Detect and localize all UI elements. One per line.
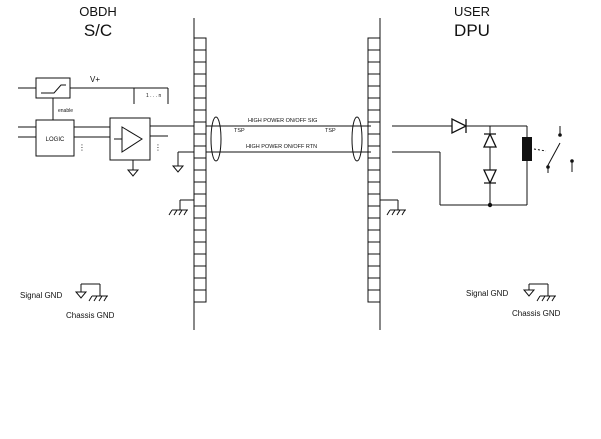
connector-pin <box>193 121 207 135</box>
connector-pin <box>367 241 381 255</box>
connector-pin <box>193 205 207 219</box>
connector-pin <box>193 145 207 159</box>
legend-left-signal-gnd: Signal GND <box>20 291 62 300</box>
legend-right-chassis-gnd: Chassis GND <box>512 309 561 318</box>
tsp-right-label: TSP <box>325 128 336 134</box>
connector-pin <box>193 61 207 75</box>
right-org-label: USER <box>454 4 490 19</box>
vplus-label: V+ <box>90 75 100 84</box>
connector-pin <box>367 229 381 243</box>
clamp-diode-upper-icon <box>482 132 498 148</box>
logic-ellipsis: ⋮ <box>78 143 86 152</box>
chassis-gnd-icon <box>88 295 108 302</box>
right-system-label: DPU <box>454 21 490 40</box>
connector-pin <box>367 133 381 147</box>
tsp-shield-right <box>351 116 363 162</box>
tsp-shield-left <box>210 116 222 162</box>
driver-ellipsis: ⋮ <box>154 143 162 152</box>
connector-pin <box>367 97 381 111</box>
connector-pin <box>367 253 381 267</box>
relay-switch-blade <box>546 142 561 168</box>
connector-pin <box>367 157 381 171</box>
connector-pin <box>367 169 381 183</box>
connector-pin <box>193 157 207 171</box>
enable-label: enable <box>58 108 73 114</box>
connector-pin <box>193 37 207 51</box>
connector-pin <box>367 121 381 135</box>
connector-pin <box>193 193 207 207</box>
chassis-gnd-icon <box>386 209 406 216</box>
connector-pin <box>193 181 207 195</box>
sig-line-label: HIGH POWER ON/OFF SIG <box>248 118 317 124</box>
connector-pin <box>367 277 381 291</box>
connector-pin <box>193 229 207 243</box>
connector-pin <box>193 241 207 255</box>
left-system-label: S/C <box>84 21 112 40</box>
junction-dot <box>487 202 493 208</box>
signal-gnd-icon <box>171 165 185 173</box>
connector-pin <box>193 109 207 123</box>
rtn-line-label: HIGH POWER ON/OFF RTN <box>246 144 317 150</box>
connector-pin <box>367 193 381 207</box>
connector-pin <box>367 217 381 231</box>
connector-pin <box>193 265 207 279</box>
connector-pin <box>193 289 207 303</box>
connector-pin <box>367 61 381 75</box>
clamp-diode-lower-icon <box>482 169 498 185</box>
connector-pin <box>367 181 381 195</box>
connector-pin <box>367 37 381 51</box>
chassis-gnd-icon <box>536 295 556 302</box>
tsp-left-label: TSP <box>234 128 245 134</box>
legend-left-chassis-gnd: Chassis GND <box>66 311 115 320</box>
connector-pin <box>193 253 207 267</box>
connector-pin <box>367 289 381 303</box>
connector-pin <box>193 73 207 87</box>
connector-pin <box>367 205 381 219</box>
signal-gnd-icon <box>74 291 88 299</box>
connector-pin <box>193 49 207 63</box>
connector-pin <box>367 109 381 123</box>
left-connector <box>193 37 207 303</box>
signal-gnd-icon <box>126 169 140 177</box>
logic-label: LOGIC <box>46 137 65 143</box>
high-side-switch <box>35 77 71 99</box>
connector-pin <box>193 217 207 231</box>
connector-pin <box>193 169 207 183</box>
switch-symbol-icon <box>41 84 66 94</box>
relay-mech-link <box>533 148 547 152</box>
connector-pin <box>193 277 207 291</box>
connector-pin <box>193 133 207 147</box>
right-connector <box>367 37 381 303</box>
left-org-label: OBDH <box>79 4 117 19</box>
connector-pin <box>193 85 207 99</box>
series-diode-icon <box>451 117 468 135</box>
connector-pin <box>193 97 207 111</box>
relay-coil-icon <box>522 137 532 161</box>
bus-index-label: 1 . . . n <box>146 93 162 99</box>
driver-block <box>109 117 151 161</box>
connector-pin <box>367 265 381 279</box>
connector-pin <box>367 49 381 63</box>
connector-pin <box>367 85 381 99</box>
signal-gnd-icon <box>522 289 536 297</box>
chassis-gnd-icon <box>168 209 188 216</box>
logic-block <box>35 119 75 157</box>
connector-pin <box>367 73 381 87</box>
legend-right-signal-gnd: Signal GND <box>466 289 508 298</box>
